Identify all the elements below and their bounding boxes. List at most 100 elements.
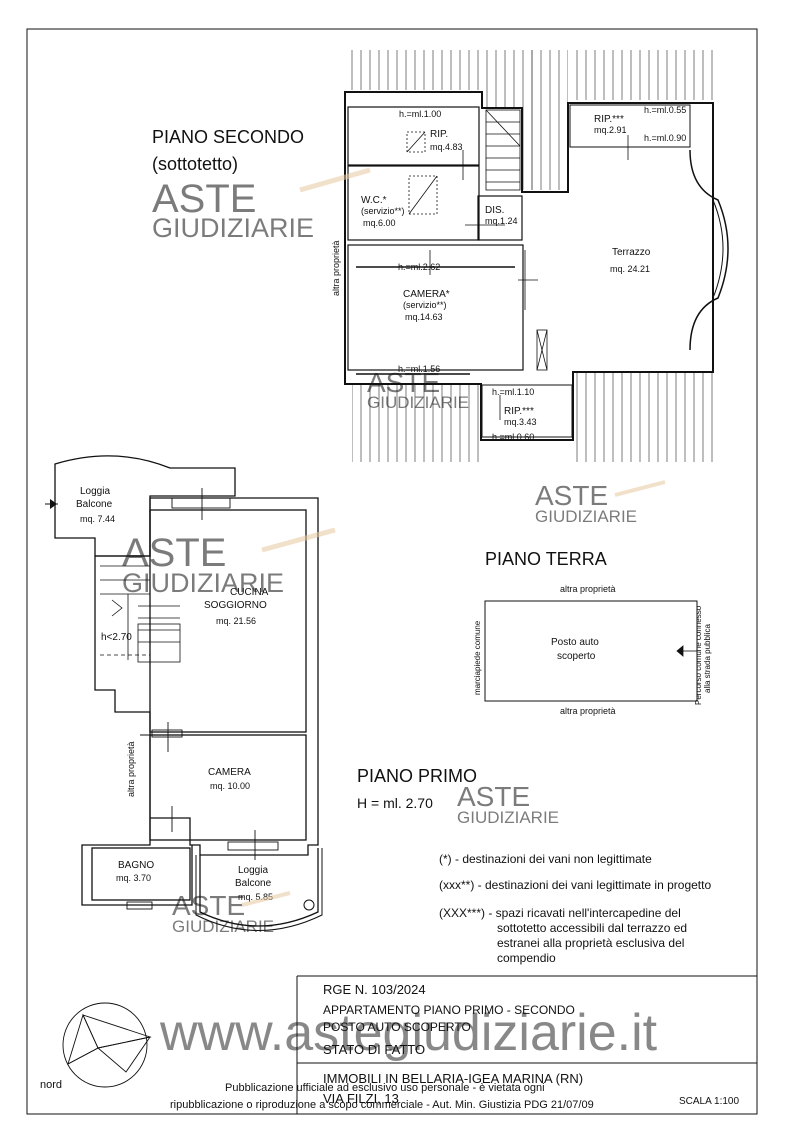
label-terrazzo-area: mq. 24.21 [610, 264, 650, 274]
label-rip-bottom-area: mq.3.43 [504, 417, 537, 427]
gavel-icon [299, 167, 371, 193]
label-altra-proprieta-2: altra proprietà [331, 240, 341, 296]
gavel-icon [261, 527, 336, 553]
label-h060: h.=ml.0.60 [492, 432, 534, 442]
label-rip-right-name: RIP.*** [594, 114, 624, 125]
watermark-5: ASTE GIUDIZIARIE [457, 781, 559, 827]
label-camera2-note: (servizio**) [403, 300, 447, 310]
watermark-1: ASTE GIUDIZIARIE [152, 167, 371, 243]
second-floor-subtitle: (sottotetto) [152, 154, 238, 174]
label-ground-right-1: Percorso comune connesso [694, 605, 703, 705]
legend-line-2: (xxx**) - destinazioni dei vani legittim… [439, 878, 711, 892]
compass-label: nord [40, 1079, 62, 1091]
legend-line-1: (*) - destinazioni dei vani non legittim… [439, 852, 652, 866]
label-camera2-name: CAMERA* [403, 289, 450, 300]
label-camera1-area: mq. 10.00 [210, 781, 250, 791]
drawing-frame [26, 28, 758, 1115]
label-loggia-top-2: Balcone [76, 499, 113, 510]
label-cucina-area: mq. 21.56 [216, 616, 256, 626]
title-rge: RGE N. 103/2024 [323, 982, 426, 997]
label-camera1-name: CAMERA [208, 767, 251, 778]
rip-right-room [569, 104, 691, 148]
title-line-1: APPARTAMENTO PIANO PRIMO - SECONDO [323, 1003, 575, 1017]
roof-hatch-bottom-right [573, 372, 718, 462]
label-parking-1: Posto auto [551, 637, 599, 648]
watermark-aste: ASTE [172, 890, 245, 921]
stair-second-floor [485, 109, 521, 191]
label-ground-bottom: altra proprietà [560, 706, 616, 716]
label-h055: h.=ml.0.55 [644, 105, 686, 115]
label-loggia-bottom-1: Loggia [238, 865, 268, 876]
watermark-aste: ASTE [535, 480, 608, 511]
label-rip-bottom-name: RIP.*** [504, 406, 534, 417]
terrace-bay-curve [689, 149, 729, 351]
rip-room [347, 106, 480, 166]
skylight-rip [406, 131, 426, 153]
label-h262: h.=ml.2.62 [398, 262, 440, 272]
legend-line-3a: (XXX***) - spazi ricavati nell'intercape… [439, 906, 681, 920]
watermark-giudiziarie: GIUDIZIARIE [535, 507, 637, 526]
label-altra-proprieta-1: altra proprietà [126, 741, 136, 797]
title-immobili: IMMOBILI IN BELLARIA-IGEA MARINA (RN) [323, 1071, 583, 1086]
footer-line-2: ripubblicazione o riproduzione a scopo c… [170, 1099, 594, 1111]
label-rip-top-name: RIP. [430, 129, 448, 140]
watermark-aste: ASTE [122, 531, 226, 575]
camera-room [347, 244, 524, 371]
roof-hatch-bottom-left [352, 384, 480, 462]
label-wc-note: (servizio**) [361, 206, 405, 216]
label-h090: h.=ml.0.90 [644, 133, 686, 143]
label-rip-right-area: mq.2.91 [594, 125, 627, 135]
watermark-4: ASTE GIUDIZIARIE [122, 527, 336, 598]
label-ground-left: marciapiede comune [473, 620, 482, 695]
title-block [296, 975, 757, 1114]
first-floor-title: PIANO PRIMO [357, 766, 477, 786]
roof-hatch-mid [530, 50, 568, 190]
title-stato: STATO DI FATTO [323, 1042, 425, 1057]
bagno-room [91, 847, 191, 901]
label-terrazzo-name: Terrazzo [612, 247, 651, 258]
watermark-giudiziarie: GIUDIZIARIE [122, 568, 284, 598]
label-dis-area: mq.1.24 [485, 216, 518, 226]
title-scala: SCALA 1:100 [679, 1096, 739, 1107]
label-h100: h.=ml.1.00 [399, 109, 441, 119]
roof-hatch-top [349, 50, 535, 90]
first-floor-plan [45, 455, 323, 931]
second-floor-outline [344, 91, 714, 441]
drain-icon [303, 899, 315, 911]
skylight-wc [408, 175, 438, 215]
watermark-6: ASTE GIUDIZIARIE [172, 890, 291, 936]
legend-line-3b: sottotetto accessibili dal terrazzo ed [497, 921, 687, 935]
label-bagno-area: mq. 3.70 [116, 873, 151, 883]
label-ground-right-2: alla strada pubblica [703, 624, 712, 693]
label-h110: h.=ml.1.10 [492, 387, 534, 397]
label-cucina-1: CUCINA [230, 587, 269, 598]
rip-bottom-room [481, 384, 573, 438]
watermark-2: ASTE GIUDIZIARIE [367, 367, 469, 412]
label-wc-name: W.C.* [361, 195, 387, 206]
title-line-2: POSTO AUTO SCOPERTO [323, 1020, 471, 1034]
roof-hatch-right [569, 50, 717, 100]
watermark-giudiziarie: GIUDIZIARIE [457, 808, 559, 827]
label-rip-top-area: mq.4.83 [430, 142, 463, 152]
label-loggia-bottom-area: mq. 5.85 [238, 892, 273, 902]
watermark-giudiziarie: GIUDIZIARIE [367, 393, 469, 412]
camera1-room [149, 734, 307, 841]
dis-room [477, 195, 523, 241]
stair-first-floor [100, 565, 181, 663]
gavel-icon [614, 480, 666, 497]
label-dis-name: DIS. [485, 205, 504, 216]
loggia-bottom-outline [199, 848, 319, 927]
cucina-room [149, 509, 307, 733]
watermark-aste: ASTE [152, 177, 256, 221]
legend-line-3d: compendio [497, 951, 556, 965]
label-camera2-area: mq.14.63 [405, 312, 443, 322]
label-wc-area: mq.6.00 [363, 218, 396, 228]
label-stair-h: h<2.70 [101, 632, 132, 643]
wc-room [347, 165, 480, 241]
label-cucina-2: SOGGIORNO [204, 600, 267, 611]
ground-floor-title: PIANO TERRA [485, 549, 607, 569]
watermark-3: ASTE GIUDIZIARIE [535, 480, 666, 526]
title-via: VIA FILZI, 13 [323, 1091, 399, 1106]
watermark-giudiziarie: GIUDIZIARIE [172, 917, 274, 936]
